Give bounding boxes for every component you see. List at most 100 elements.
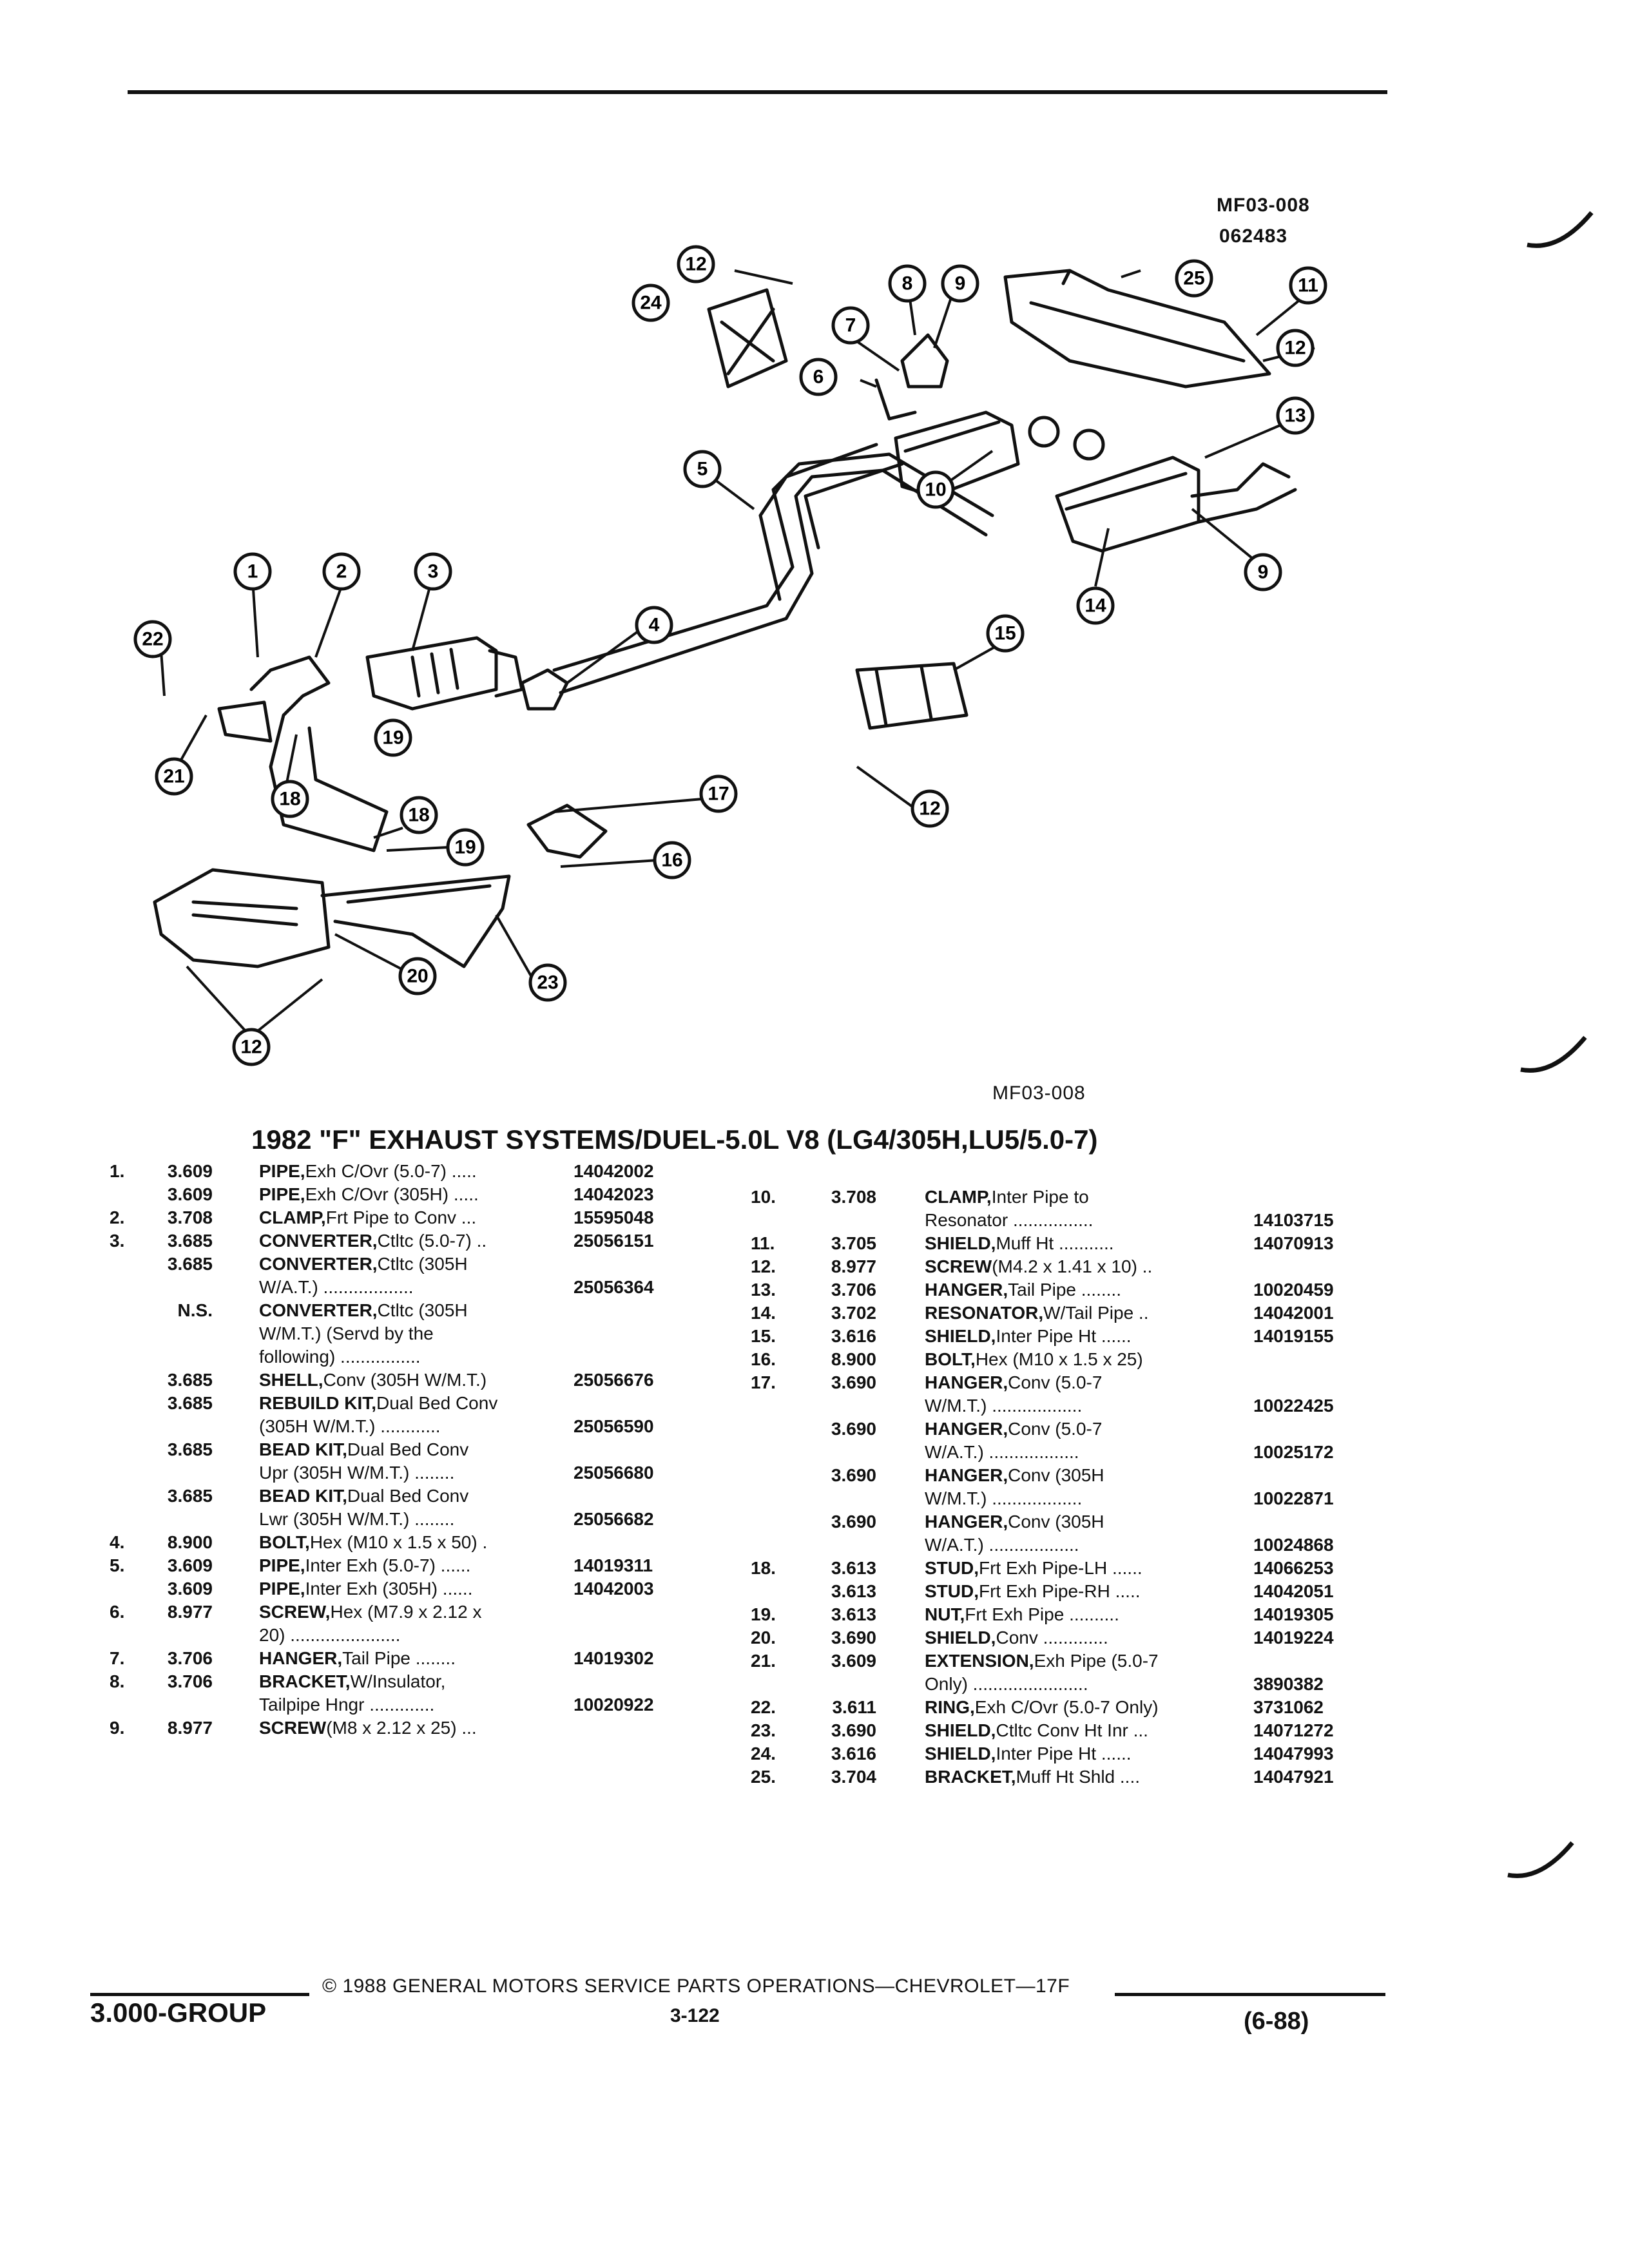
parts-grp: 3.705 — [831, 1233, 876, 1253]
parts-desc: Tail Pipe ........ — [342, 1648, 456, 1668]
callout-9-right: 9 — [1244, 553, 1282, 591]
parts-grp: 8.977 — [831, 1256, 876, 1276]
parts-grp: 3.616 — [831, 1326, 876, 1346]
svg-text:12: 12 — [240, 1037, 262, 1058]
parts-row: 9. 8.977 SCREW (M8 x 2.12 x 25) ... — [110, 1716, 709, 1740]
parts-grp: 3.690 — [831, 1465, 876, 1485]
parts-pn: 14042023 — [574, 1184, 654, 1204]
parts-pn: 10024868 — [1253, 1535, 1334, 1555]
parts-num: 7. — [110, 1648, 125, 1668]
parts-grp: 3.704 — [831, 1767, 876, 1787]
svg-text:3: 3 — [428, 561, 439, 582]
parts-num: 8. — [110, 1671, 125, 1691]
parts-grp: 3.706 — [831, 1280, 876, 1300]
svg-text:19: 19 — [382, 727, 403, 749]
parts-desc: Ctltc (305H — [377, 1300, 468, 1320]
parts-num: 21. — [751, 1651, 776, 1671]
parts-desc: (M8 x 2.12 x 25) ... — [326, 1718, 477, 1738]
parts-desc: Muff Ht Shld .... — [1016, 1767, 1141, 1787]
footer-group: 3.000-GROUP — [90, 1997, 267, 2028]
parts-pn: 3890382 — [1253, 1674, 1324, 1694]
parts-pn: 14103715 — [1253, 1210, 1334, 1230]
parts-row: (305H W/M.T.) ............25056590 — [110, 1415, 709, 1438]
parts-name: SHELL, — [259, 1370, 323, 1390]
parts-grp: 3.690 — [831, 1512, 876, 1532]
parts-desc: W/M.T.) .................. — [925, 1488, 1083, 1508]
parts-name: STUD, — [925, 1558, 979, 1578]
parts-row: Lwr (305H W/M.T.) ........25056682 — [110, 1508, 709, 1531]
parts-grp: 3.685 — [167, 1393, 213, 1413]
parts-name: HANGER, — [259, 1648, 343, 1668]
parts-grp: 3.613 — [831, 1581, 876, 1601]
parts-desc: Upr (305H W/M.T.) ........ — [259, 1463, 455, 1483]
parts-num: 14. — [751, 1303, 776, 1323]
parts-desc: Frt Exh Pipe-RH ..... — [979, 1581, 1141, 1601]
parts-desc: Ctltc (5.0-7) .. — [377, 1231, 487, 1251]
svg-text:12: 12 — [1284, 338, 1306, 359]
parts-num: 3. — [110, 1231, 125, 1251]
svg-text:4: 4 — [649, 615, 660, 636]
parts-desc: W/M.T.) (Servd by the — [259, 1323, 434, 1343]
callout-12-right: 12 — [1276, 329, 1315, 367]
parts-pn: 25056680 — [574, 1463, 654, 1483]
parts-desc: W/A.T.) .................. — [259, 1277, 414, 1297]
parts-num: 9. — [110, 1718, 125, 1738]
parts-desc: W/Tail Pipe .. — [1043, 1303, 1149, 1323]
parts-grp: 8.977 — [167, 1718, 213, 1738]
parts-pn: 14042002 — [574, 1161, 654, 1181]
parts-name: CONVERTER, — [259, 1300, 378, 1320]
parts-grp: 3.616 — [831, 1744, 876, 1763]
parts-desc: Exh C/Ovr (5.0-7) ..... — [305, 1161, 477, 1181]
parts-desc: 20) ...................... — [259, 1625, 401, 1645]
parts-desc: following) ................ — [259, 1347, 421, 1367]
callout-9-top: 9 — [941, 264, 979, 303]
parts-desc: Conv (305H W/M.T.) — [323, 1370, 487, 1390]
parts-desc: Hex (M10 x 1.5 x 25) — [975, 1349, 1143, 1369]
parts-desc: Tailpipe Hngr ............. — [259, 1695, 435, 1715]
parts-pn: 3731062 — [1253, 1697, 1324, 1717]
diagram-code-bottom: MF03-008 — [992, 1082, 1086, 1104]
parts-name: BRACKET, — [259, 1671, 351, 1691]
parts-name: REBUILD KIT, — [259, 1393, 376, 1413]
svg-text:22: 22 — [142, 629, 163, 650]
parts-name: BOLT, — [925, 1349, 976, 1369]
svg-text:6: 6 — [813, 367, 824, 388]
parts-num: 18. — [751, 1558, 776, 1578]
parts-pn: 25056682 — [574, 1509, 654, 1529]
parts-grp: 3.690 — [831, 1372, 876, 1392]
parts-num: 15. — [751, 1326, 776, 1346]
svg-text:18: 18 — [408, 805, 429, 826]
callout-18-lower: 18 — [400, 796, 438, 834]
parts-grp: 3.609 — [167, 1184, 213, 1204]
parts-desc: Conv (305H — [1008, 1465, 1104, 1485]
parts-name: SCREW — [259, 1718, 327, 1738]
parts-desc: Frt Pipe to Conv ... — [325, 1207, 477, 1227]
parts-row: Tailpipe Hngr .............10020922 — [110, 1693, 709, 1716]
parts-name: HANGER, — [925, 1372, 1008, 1392]
parts-desc: W/M.T.) .................. — [925, 1396, 1083, 1416]
callout-15: 15 — [986, 614, 1025, 653]
parts-grp: 3.708 — [831, 1187, 876, 1207]
parts-row: W/A.T.) ..................10024868 — [751, 1533, 1382, 1557]
parts-pn: 25056151 — [574, 1231, 654, 1251]
parts-desc: Conv (5.0-7 — [1008, 1372, 1103, 1392]
parts-row: W/M.T.) ..................10022871 — [751, 1487, 1382, 1510]
callout-12-bottom: 12 — [232, 1028, 271, 1066]
callout-3: 3 — [414, 552, 452, 591]
footer-rule-left — [90, 1993, 309, 1996]
callout-23: 23 — [528, 963, 567, 1002]
parts-name: CONVERTER, — [259, 1254, 378, 1274]
